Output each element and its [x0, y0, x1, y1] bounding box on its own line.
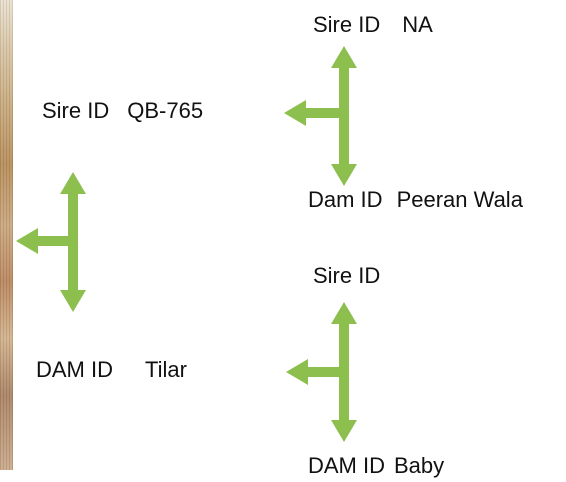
connector-arrow-subject-parents	[16, 172, 86, 312]
sire-dam-id-label: Dam ID	[308, 187, 383, 212]
sire-dam-entry: Dam ID Peeran Wala	[308, 187, 523, 213]
sire-sire-entry: Sire ID NA	[313, 12, 433, 38]
connector-arrow-dam-parents	[286, 302, 357, 442]
dam-dam-id-label: DAM ID	[308, 453, 385, 478]
dam-id-value: Tilar	[145, 357, 187, 382]
dam-dam-entry: DAM ID Baby	[308, 453, 444, 479]
connector-arrow-sire-parents	[284, 46, 357, 186]
dam-sire-entry: Sire ID	[313, 263, 380, 289]
animal-photo-edge	[0, 0, 13, 470]
sire-id-value: QB-765	[127, 98, 204, 123]
sire-sire-id-label: Sire ID	[313, 12, 381, 37]
sire-sire-id-value: NA	[402, 12, 433, 37]
sire-dam-id-value: Peeran Wala	[396, 187, 523, 212]
dam-id-label: DAM ID	[36, 357, 113, 382]
sire-entry: Sire ID QB-765	[42, 98, 203, 124]
dam-dam-id-value: Baby	[394, 453, 445, 478]
dam-entry: DAM ID Tilar	[36, 357, 187, 383]
sire-id-label: Sire ID	[42, 98, 110, 123]
dam-sire-id-label: Sire ID	[313, 263, 381, 288]
